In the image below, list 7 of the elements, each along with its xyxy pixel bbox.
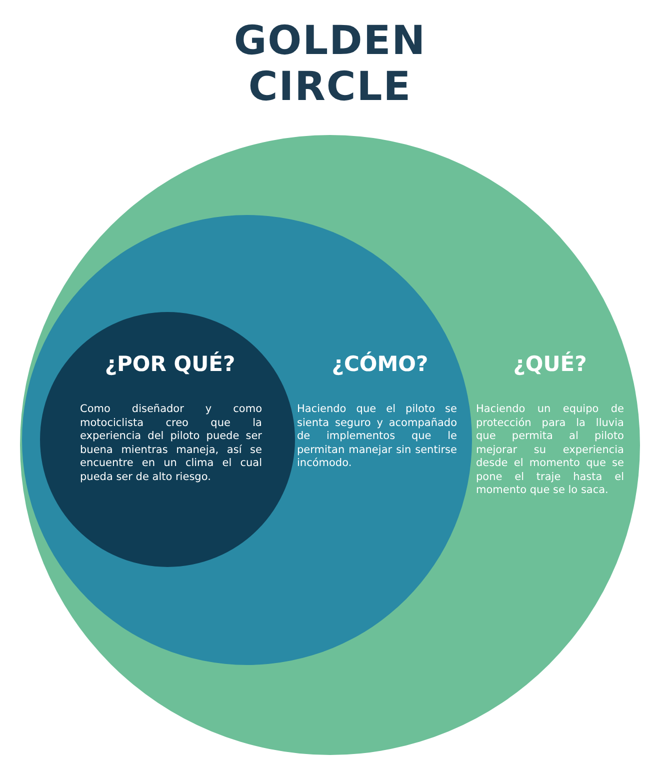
circle-heading: ¿POR QUÉ? bbox=[104, 352, 236, 376]
circle-description: Haciendo que el piloto se sienta seguro y acompañado de implementos que le permitan manejar sin sentirse incómodo. bbox=[297, 403, 457, 470]
circle-description: Como diseñador y como motociclista creo que la experiencia del piloto puede ser buena mientras maneja, así se encuentre en un clima el cual pueda ser de alto riesgo. bbox=[80, 403, 262, 484]
diagram-title: GOLDEN CIRCLE bbox=[232, 18, 428, 110]
circle-description: Haciendo un equipo de protección para la lluvia que permita al piloto mejorar su experiencia desde el momento que se pone el traje hasta el momento que se lo saca. bbox=[476, 403, 624, 498]
circle-heading: ¿QUÉ? bbox=[512, 352, 588, 376]
circle-heading: ¿CÓMO? bbox=[330, 352, 430, 376]
